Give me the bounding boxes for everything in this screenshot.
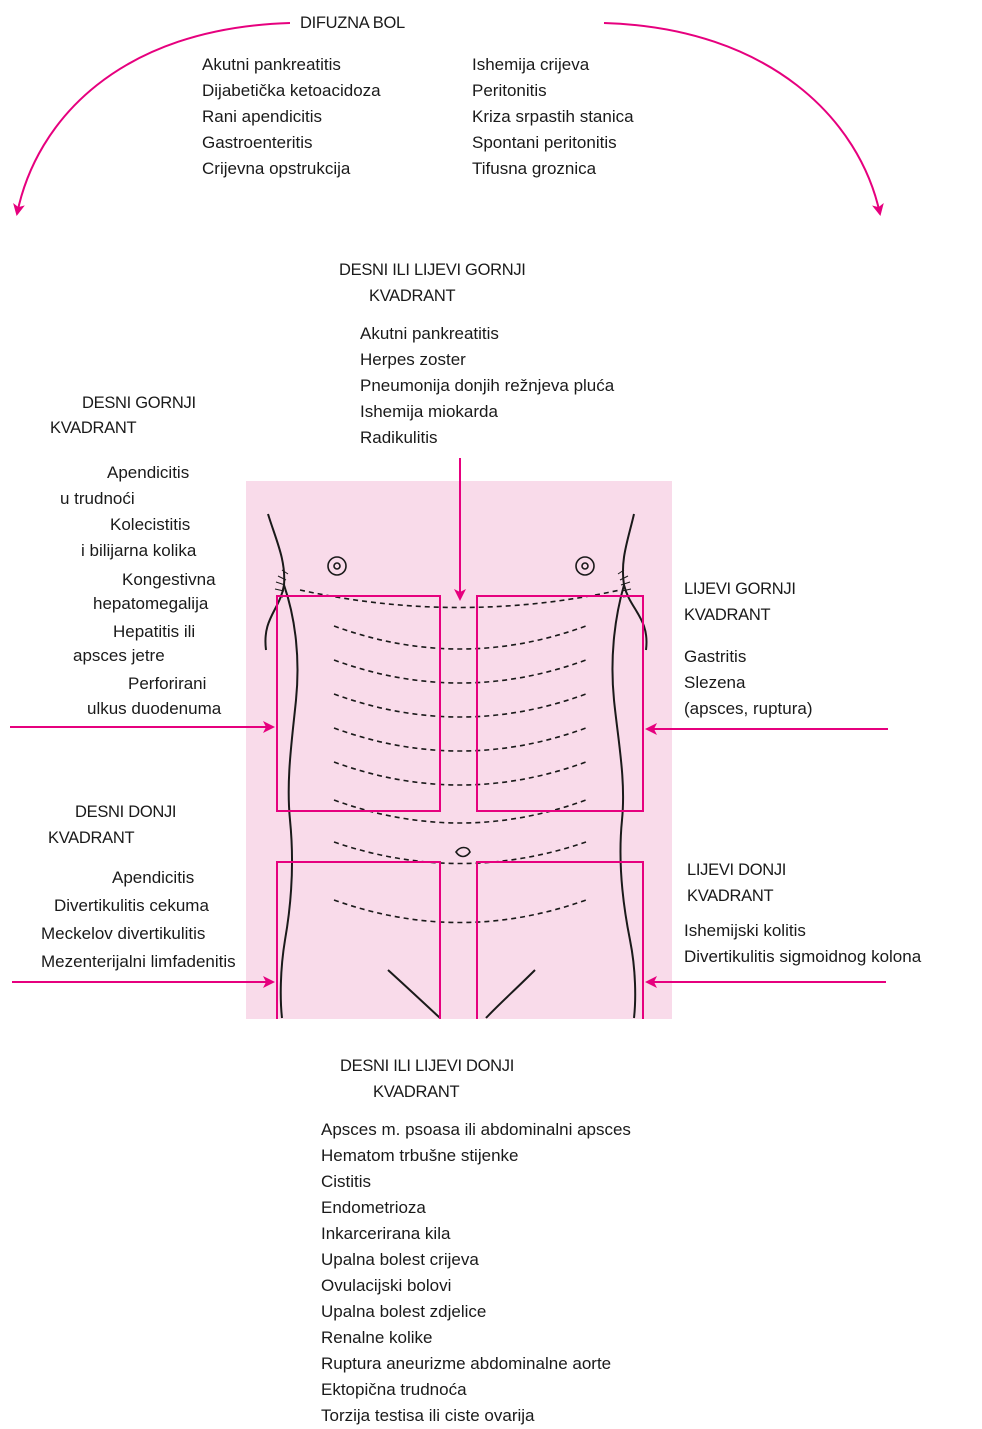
list-item: Ishemija crijeva (472, 52, 634, 78)
left-upper-title-line2: KVADRANT (684, 602, 770, 628)
list-item: Ishemija miokarda (360, 399, 614, 425)
right-upper-item: ulkus duodenuma (87, 696, 221, 722)
right-upper-title-line2: KVADRANT (50, 415, 136, 441)
list-item: Rani apendicitis (202, 104, 381, 130)
list-item: Akutni pankreatitis (360, 321, 614, 347)
right-lower-item: Mezenterijalni limfadenitis (41, 949, 236, 975)
list-item: Tifusna groznica (472, 156, 634, 182)
right-lower-item: Apendicitis (112, 865, 194, 891)
list-item: Spontani peritonitis (472, 130, 634, 156)
list-item: Gastroenteritis (202, 130, 381, 156)
left-upper-list: Gastritis Slezena (apsces, ruptura) (684, 644, 813, 722)
diffuse-list-col2: Ishemija crijeva Peritonitis Kriza srpas… (472, 52, 634, 182)
list-item: Ektopična trudnoća (321, 1377, 631, 1403)
right-lower-title-line2: KVADRANT (48, 825, 134, 851)
list-item: Gastritis (684, 644, 813, 670)
list-item: Inkarcerirana kila (321, 1221, 631, 1247)
list-item: Herpes zoster (360, 347, 614, 373)
right-upper-item: i bilijarna kolika (81, 538, 196, 564)
right-lower-item: Meckelov divertikulitis (41, 921, 205, 947)
diffuse-title: DIFUZNA BOL (300, 10, 405, 36)
upper-either-title-line1: DESNI ILI LIJEVI GORNJI (339, 257, 526, 283)
list-item: Cistitis (321, 1169, 631, 1195)
right-upper-item: apsces jetre (73, 643, 165, 669)
left-lower-title-line2: KVADRANT (687, 883, 773, 909)
list-item: Pneumonija donjih režnjeva pluća (360, 373, 614, 399)
right-lower-item: Divertikulitis cekuma (54, 893, 209, 919)
right-upper-item: hepatomegalija (93, 591, 208, 617)
diffuse-list-col1: Akutni pankreatitis Dijabetička ketoacid… (202, 52, 381, 182)
right-upper-title-line1: DESNI GORNJI (82, 390, 196, 416)
right-upper-item: Kongestivna (122, 567, 216, 593)
list-item: Peritonitis (472, 78, 634, 104)
list-item: Akutni pankreatitis (202, 52, 381, 78)
list-item: Crijevna opstrukcija (202, 156, 381, 182)
list-item: Torzija testisa ili ciste ovarija (321, 1403, 631, 1429)
list-item: (apsces, ruptura) (684, 696, 813, 722)
left-upper-title-line1: LIJEVI GORNJI (684, 576, 796, 602)
right-upper-item: Perforirani (128, 671, 206, 697)
left-lower-list: Ishemijski kolitis Divertikulitis sigmoi… (684, 918, 921, 970)
upper-either-title-line2: KVADRANT (369, 283, 455, 309)
upper-either-list: Akutni pankreatitis Herpes zoster Pneumo… (360, 321, 614, 451)
list-item: Upalna bolest zdjelice (321, 1299, 631, 1325)
lower-either-title-line2: KVADRANT (373, 1079, 459, 1105)
right-upper-item: u trudnoći (60, 486, 135, 512)
right-lower-title-line1: DESNI DONJI (75, 799, 176, 825)
list-item: Renalne kolike (321, 1325, 631, 1351)
list-item: Ruptura aneurizme abdominalne aorte (321, 1351, 631, 1377)
list-item: Slezena (684, 670, 813, 696)
list-item: Endometrioza (321, 1195, 631, 1221)
right-upper-item: Apendicitis (107, 460, 189, 486)
list-item: Divertikulitis sigmoidnog kolona (684, 944, 921, 970)
lower-either-title-line1: DESNI ILI LIJEVI DONJI (340, 1053, 514, 1079)
list-item: Radikulitis (360, 425, 614, 451)
list-item: Ovulacijski bolovi (321, 1273, 631, 1299)
list-item: Apsces m. psoasa ili abdominalni apsces (321, 1117, 631, 1143)
left-lower-title-line1: LIJEVI DONJI (687, 857, 786, 883)
right-upper-item: Hepatitis ili (113, 619, 195, 645)
lower-either-list: Apsces m. psoasa ili abdominalni apsces … (321, 1117, 631, 1429)
list-item: Upalna bolest crijeva (321, 1247, 631, 1273)
list-item: Hematom trbušne stijenke (321, 1143, 631, 1169)
right-upper-item: Kolecistitis (110, 512, 190, 538)
list-item: Kriza srpastih stanica (472, 104, 634, 130)
list-item: Ishemijski kolitis (684, 918, 921, 944)
diffuse-arrow-right (604, 23, 880, 214)
list-item: Dijabetička ketoacidoza (202, 78, 381, 104)
